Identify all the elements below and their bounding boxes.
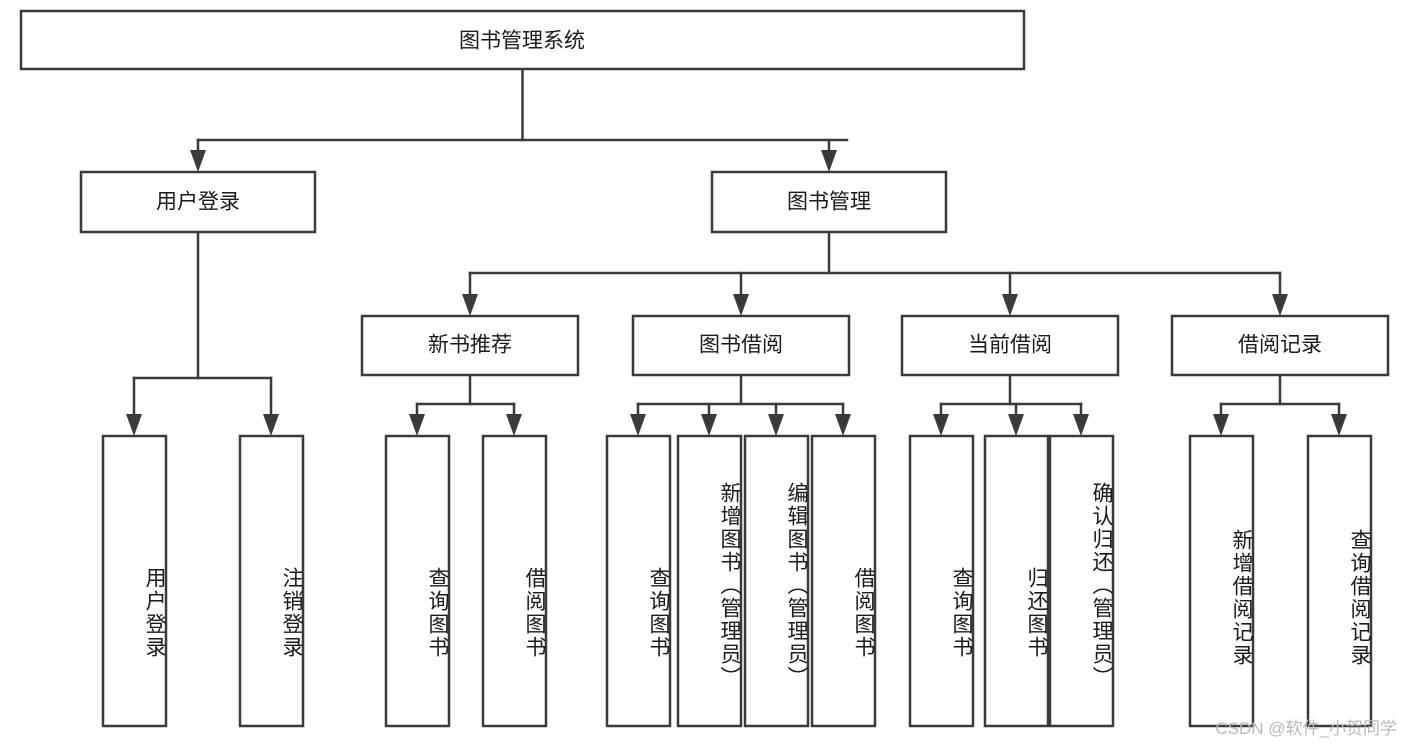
node-user-login[interactable]: 用户登录 (79, 170, 317, 234)
node-current-borrow-label: 当前借阅 (968, 334, 1052, 357)
leaf-box-query-book-2[interactable] (605, 434, 672, 728)
leaf-box-query-book-1[interactable] (384, 434, 451, 728)
leaf-box-edit-book-admin[interactable] (743, 434, 810, 728)
edge-group-new-book-to-leaves (409, 373, 522, 436)
arrow-leaf-add-borrow-record (1213, 414, 1229, 436)
edge-group-borrow-record-to-leaves (1213, 373, 1347, 436)
node-borrow-record[interactable]: 借阅记录 (1170, 314, 1390, 377)
csdn-watermark: CSDN @软件_小贺同学 (1215, 719, 1397, 738)
arrow-leaf-return-book (1008, 414, 1024, 436)
leaf-box-borrow-book-1[interactable] (481, 434, 548, 728)
node-root[interactable]: 图书管理系统 (19, 9, 1026, 71)
node-user-login-label: 用户登录 (156, 191, 240, 214)
node-book-borrow[interactable]: 图书借阅 (631, 314, 851, 377)
node-borrow-record-box[interactable] (1170, 314, 1390, 377)
node-book-borrow-box[interactable] (631, 314, 851, 377)
arrow-leaf-user-logout (263, 414, 279, 436)
arrow-leaf-user-login (126, 414, 142, 436)
arrow-leaf-add-book-admin (701, 414, 717, 436)
arrow-leaf-query-book-3 (933, 414, 949, 436)
arrow-leaf-query-borrow-record (1331, 414, 1347, 436)
node-borrow-record-label: 借阅记录 (1238, 334, 1322, 357)
node-current-borrow-box[interactable] (900, 314, 1120, 377)
leaf-box-user-logout[interactable] (238, 434, 305, 728)
node-book-borrow-label: 图书借阅 (699, 334, 783, 357)
node-new-book-recommend-box[interactable] (360, 314, 580, 377)
arrow-leaf-query-book-2 (630, 414, 646, 436)
arrow-current-borrow (1002, 294, 1018, 316)
leaf-box-query-borrow-record[interactable] (1306, 434, 1373, 728)
arrow-leaf-query-book-1 (409, 414, 425, 436)
arrow-book-management (821, 150, 837, 172)
node-book-management-label: 图书管理 (787, 191, 871, 214)
leaf-box-add-borrow-record[interactable] (1188, 434, 1255, 728)
arrow-borrow-record (1272, 294, 1288, 316)
arrow-leaf-confirm-return-admin (1073, 414, 1089, 436)
leaf-box-add-book-admin[interactable] (676, 434, 743, 728)
node-root-label: 图书管理系统 (459, 30, 585, 53)
edge-group-book-borrow-to-leaves (630, 373, 851, 436)
leaf-box-query-book-3[interactable] (908, 434, 975, 728)
leaf-box-borrow-book-2[interactable] (810, 434, 877, 728)
leaf-box-confirm-return-admin[interactable] (1048, 434, 1115, 728)
node-new-book-recommend[interactable]: 新书推荐 (360, 314, 580, 377)
edge-group-root-to-level2 (190, 67, 849, 172)
node-new-book-recommend-label: 新书推荐 (428, 334, 512, 357)
arrow-leaf-borrow-book-2 (835, 414, 851, 436)
node-book-management-box[interactable] (710, 170, 948, 234)
leaf-box-user-login[interactable] (101, 434, 168, 728)
node-book-management[interactable]: 图书管理 (710, 170, 948, 234)
arrow-new-book-recommend (462, 294, 478, 316)
node-user-login-box[interactable] (79, 170, 317, 234)
arrow-leaf-edit-book-admin (768, 414, 784, 436)
edge-group-current-borrow-to-leaves (933, 373, 1089, 436)
edge-group-book-management-to-level3 (462, 230, 1288, 316)
node-root-box[interactable] (19, 9, 1026, 71)
arrow-user-login (190, 150, 206, 172)
arrow-book-borrow (733, 294, 749, 316)
node-current-borrow[interactable]: 当前借阅 (900, 314, 1120, 377)
leaf-box-return-book[interactable] (983, 434, 1050, 728)
edge-group-user-login-to-leaves (126, 230, 279, 436)
leaf-boxes-group (101, 434, 1373, 728)
arrow-leaf-borrow-book-1 (506, 414, 522, 436)
